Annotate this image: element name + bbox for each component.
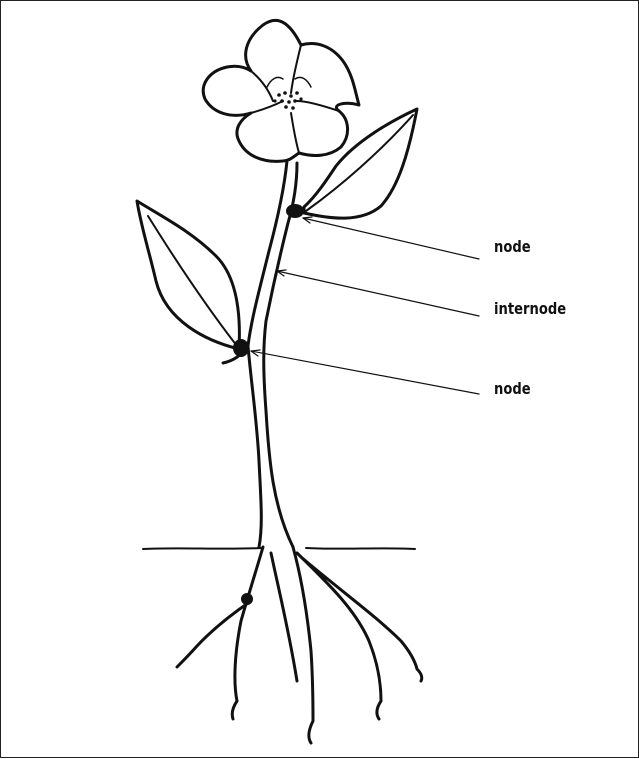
label-internode: internode <box>494 299 566 318</box>
upper-leaf-vein <box>306 115 413 211</box>
flower <box>203 20 359 161</box>
roots <box>177 547 422 743</box>
label-node-bottom: node <box>494 379 531 398</box>
root-node-mark <box>241 593 253 605</box>
node-lower-mark <box>233 339 249 357</box>
leader-node-bottom <box>251 351 479 394</box>
upper-leaf <box>304 109 417 218</box>
flower-petal-lines <box>251 45 339 153</box>
flower-center <box>267 77 311 87</box>
node-upper-mark <box>286 204 304 218</box>
soil-line <box>143 548 415 549</box>
leader-node-top <box>303 218 479 259</box>
stem-outline <box>264 163 297 547</box>
leader-internode <box>277 271 479 316</box>
label-node-top: node <box>494 237 531 256</box>
